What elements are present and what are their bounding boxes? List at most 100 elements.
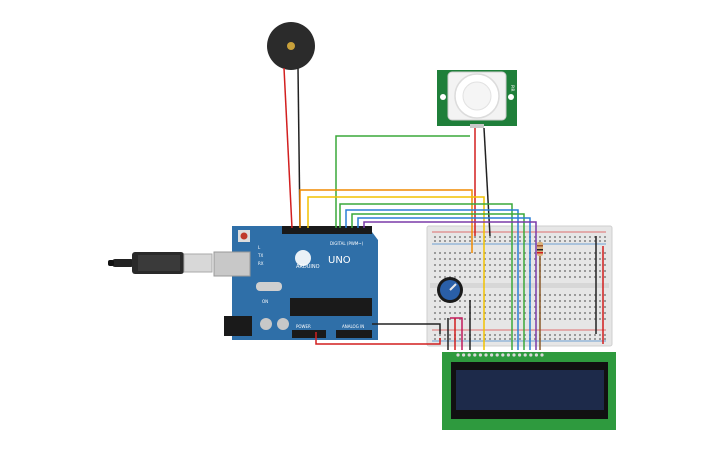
- breadboard-hole: [519, 318, 521, 320]
- breadboard-hole: [499, 294, 501, 296]
- breadboard-hole: [479, 300, 481, 302]
- breadboard-hole: [439, 318, 441, 320]
- breadboard-hole: [584, 312, 586, 314]
- breadboard-hole: [479, 312, 481, 314]
- breadboard-hole: [569, 306, 571, 308]
- breadboard-hole: [564, 258, 566, 260]
- breadboard-hole: [549, 338, 551, 340]
- breadboard-hole: [484, 306, 486, 308]
- breadboard-hole: [594, 270, 596, 272]
- breadboard-hole: [474, 252, 476, 254]
- breadboard-hole: [574, 264, 576, 266]
- breadboard-hole: [519, 312, 521, 314]
- breadboard-hole: [574, 258, 576, 260]
- breadboard-hole: [549, 264, 551, 266]
- breadboard-hole: [459, 270, 461, 272]
- lcd-pin-header: [456, 353, 544, 357]
- breadboard-hole: [579, 276, 581, 278]
- breadboard-hole: [584, 258, 586, 260]
- breadboard-hole: [494, 312, 496, 314]
- breadboard-hole: [579, 300, 581, 302]
- breadboard-hole: [589, 236, 591, 238]
- breadboard-hole: [564, 236, 566, 238]
- breadboard-hole: [554, 338, 556, 340]
- breadboard-hole: [599, 276, 601, 278]
- breadboard-hole: [579, 264, 581, 266]
- breadboard-hole: [514, 300, 516, 302]
- breadboard-hole: [494, 240, 496, 242]
- breadboard-hole: [459, 334, 461, 336]
- lcd-display[interactable]: [442, 352, 616, 430]
- tx-led-label: TX: [257, 253, 263, 258]
- breadboard-hole: [464, 312, 466, 314]
- breadboard-hole: [444, 264, 446, 266]
- breadboard-hole: [489, 312, 491, 314]
- breadboard-hole: [579, 312, 581, 314]
- breadboard-hole: [554, 258, 556, 260]
- breadboard-hole: [519, 236, 521, 238]
- breadboard-hole: [494, 318, 496, 320]
- piezo-buzzer[interactable]: [267, 22, 315, 70]
- breadboard-hole: [594, 236, 596, 238]
- power-header-label: POWER: [296, 324, 311, 329]
- breadboard-hole: [599, 240, 601, 242]
- breadboard-hole: [554, 236, 556, 238]
- breadboard-hole: [434, 258, 436, 260]
- breadboard-hole: [464, 300, 466, 302]
- breadboard-hole: [484, 312, 486, 314]
- breadboard-hole: [579, 338, 581, 340]
- breadboard-hole: [479, 294, 481, 296]
- breadboard-hole: [504, 264, 506, 266]
- breadboard-hole: [554, 264, 556, 266]
- breadboard-hole: [464, 252, 466, 254]
- breadboard-hole: [534, 276, 536, 278]
- usb-cable[interactable]: [108, 252, 213, 274]
- breadboard-hole: [444, 312, 446, 314]
- breadboard-hole: [554, 270, 556, 272]
- lcd-pin: [473, 353, 477, 357]
- breadboard-hole: [594, 240, 596, 242]
- breadboard-hole: [559, 338, 561, 340]
- breadboard-hole: [544, 306, 546, 308]
- breadboard-hole: [574, 270, 576, 272]
- breadboard-hole: [589, 294, 591, 296]
- breadboard-hole: [494, 306, 496, 308]
- breadboard-hole: [549, 240, 551, 242]
- reset-button[interactable]: [240, 232, 248, 240]
- breadboard-hole: [584, 270, 586, 272]
- breadboard-hole: [544, 270, 546, 272]
- breadboard-hole: [594, 334, 596, 336]
- breadboard-hole: [564, 276, 566, 278]
- breadboard-hole: [579, 270, 581, 272]
- breadboard-hole: [574, 252, 576, 254]
- breadboard-hole: [454, 258, 456, 260]
- breadboard-hole: [524, 306, 526, 308]
- lcd-pin: [490, 353, 494, 357]
- breadboard-hole: [604, 312, 606, 314]
- breadboard-hole: [444, 338, 446, 340]
- breadboard-hole: [569, 318, 571, 320]
- breadboard-hole: [589, 338, 591, 340]
- breadboard-hole: [534, 300, 536, 302]
- potentiometer[interactable]: [437, 277, 463, 303]
- breadboard-hole: [524, 252, 526, 254]
- breadboard-hole: [549, 294, 551, 296]
- breadboard-hole: [449, 252, 451, 254]
- breadboard-hole: [474, 294, 476, 296]
- breadboard-hole: [554, 300, 556, 302]
- lcd-pin: [540, 353, 544, 357]
- wires: [283, 67, 604, 350]
- breadboard-hole: [549, 306, 551, 308]
- pir-sensor[interactable]: PIR: [437, 70, 517, 128]
- resistor[interactable]: [537, 242, 543, 256]
- breadboard-hole: [459, 264, 461, 266]
- breadboard-hole: [564, 338, 566, 340]
- breadboard-hole: [434, 300, 436, 302]
- breadboard-hole: [549, 300, 551, 302]
- breadboard-hole: [504, 306, 506, 308]
- breadboard-hole: [579, 252, 581, 254]
- arduino-uno[interactable]: ARDUINO UNO DIGITAL (PWM~) POWER ANALOG …: [213, 226, 378, 340]
- breadboard-hole: [479, 270, 481, 272]
- breadboard-hole: [584, 318, 586, 320]
- breadboard-hole: [579, 334, 581, 336]
